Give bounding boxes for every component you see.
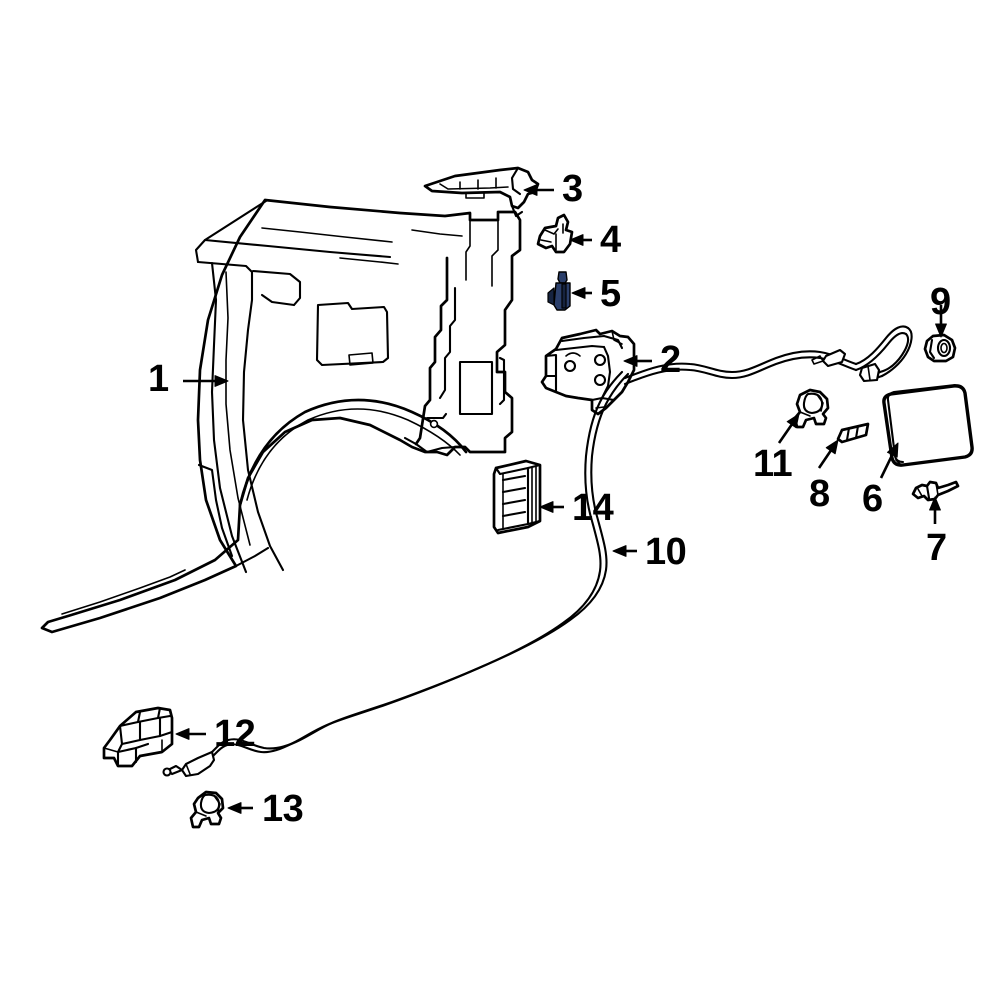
callout-number-10: 10 [645, 531, 687, 573]
callout-arrow-2 [623, 355, 652, 367]
arrow-head [227, 802, 242, 814]
callout-arrow-11 [777, 413, 800, 444]
callout-arrow-5 [571, 287, 592, 299]
callout-number-9: 9 [930, 281, 951, 323]
callout-number-13: 13 [262, 788, 304, 830]
part-7-hinge-pin [911, 480, 960, 502]
part-3-upper-rail-trim [423, 166, 540, 218]
arrow-head [214, 375, 229, 387]
callout-arrow-10 [612, 545, 637, 557]
part-12-release-handle [102, 706, 174, 768]
callout-arrow-6 [879, 442, 899, 479]
arrow-shaft [817, 450, 832, 469]
arrow-shaft [879, 454, 894, 479]
callout-number-2: 2 [660, 339, 681, 381]
callout-number-6: 6 [862, 478, 883, 520]
callout-arrow-12 [175, 728, 206, 740]
arrow-head [571, 287, 586, 299]
callout-number-12: 12 [214, 713, 256, 755]
callout-arrow-3 [523, 184, 554, 196]
callout-number-1: 1 [148, 358, 169, 400]
part-5-panel-clip-highlighted [547, 271, 571, 311]
arrow-head [612, 545, 627, 557]
arrow-head [623, 355, 638, 367]
arrow-head [539, 501, 554, 513]
part-11-cable-clip-upper [793, 388, 830, 429]
callout-number-4: 4 [600, 219, 621, 261]
callout-number-7: 7 [926, 527, 947, 569]
part-10-release-cable [162, 325, 913, 778]
callout-number-3: 3 [562, 168, 583, 210]
arrow-head [929, 496, 941, 511]
part-2-filler-housing-bracket [540, 328, 636, 416]
arrow-head [569, 234, 584, 246]
callout-number-14: 14 [572, 487, 614, 529]
callout-arrow-1 [183, 375, 229, 387]
callout-number-11: 11 [753, 443, 793, 485]
arrow-head [886, 442, 899, 458]
arrow-head [523, 184, 538, 196]
part-4-bracket-retainer [536, 213, 574, 254]
callout-arrows [175, 184, 947, 814]
arrow-head [825, 439, 839, 455]
arrow-head [175, 728, 190, 740]
part-13-cable-clip-lower [189, 790, 225, 829]
part-1-quarter-panel [40, 198, 522, 634]
part-9-grommet [923, 333, 957, 363]
arrow-head [786, 413, 800, 429]
callout-arrow-8 [817, 439, 839, 469]
callout-arrow-14 [539, 501, 564, 513]
part-8-spring-strip [836, 422, 870, 444]
callout-arrow-7 [929, 496, 941, 524]
arrow-head [935, 323, 947, 338]
callout-number-5: 5 [600, 273, 621, 315]
callout-number-8: 8 [809, 473, 830, 515]
part-14-air-vent [492, 459, 542, 535]
callout-arrow-9 [935, 305, 947, 338]
callout-arrow-13 [227, 802, 253, 814]
arrow-shaft [777, 423, 793, 444]
callout-arrow-4 [569, 234, 592, 246]
